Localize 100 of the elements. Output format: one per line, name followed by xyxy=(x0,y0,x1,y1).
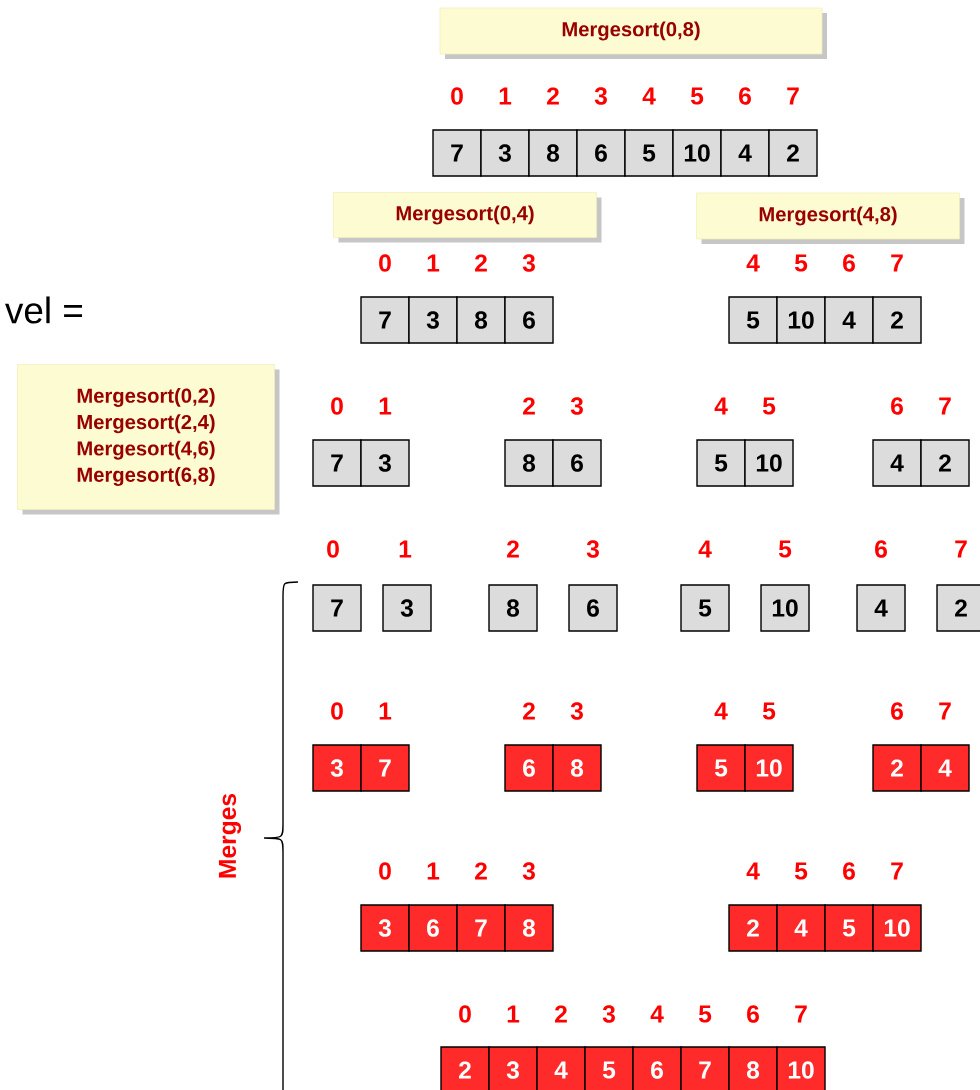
index-label: 7 xyxy=(891,254,903,272)
array-cell: 6 xyxy=(552,439,602,487)
index-label: 4 xyxy=(746,254,760,272)
array-cell: 2 xyxy=(936,584,980,632)
index-label: 1 xyxy=(499,87,512,105)
index-label: 3 xyxy=(602,1005,615,1023)
array-cell: 2 xyxy=(920,439,970,487)
index-label: 5 xyxy=(690,87,704,105)
index-label: 4 xyxy=(642,87,656,105)
array-cell: 6 xyxy=(504,744,554,792)
array-cell: 4 xyxy=(872,439,922,487)
array-cell: 10 xyxy=(672,129,722,177)
index-label: 3 xyxy=(594,87,607,105)
index-label: 7 xyxy=(939,702,951,720)
index-label: 6 xyxy=(747,1005,759,1023)
index-label: 1 xyxy=(427,862,440,880)
index-label: 1 xyxy=(399,540,412,558)
index-label: 7 xyxy=(787,87,799,105)
index-label: 7 xyxy=(795,1005,807,1023)
index-label: 1 xyxy=(427,254,440,272)
index-label: 1 xyxy=(507,1005,520,1023)
index-label: 0 xyxy=(331,702,343,720)
index-label: 0 xyxy=(379,862,391,880)
array-cell: 6 xyxy=(576,129,626,177)
array-cell: 5 xyxy=(680,584,730,632)
index-label: 7 xyxy=(939,397,951,415)
array-cell: 3 xyxy=(360,904,410,952)
array-cell: 7 xyxy=(680,1046,730,1090)
index-label: 6 xyxy=(891,702,903,720)
index-label: 6 xyxy=(891,397,903,415)
index-label: 1 xyxy=(379,702,392,720)
index-label: 2 xyxy=(555,1005,567,1023)
title-box: Mergesort(0,4) xyxy=(333,192,602,243)
array-cell: 2 xyxy=(728,904,778,952)
array-cell: 10 xyxy=(760,584,810,632)
array-cell: 7 xyxy=(456,904,506,952)
array-cell: 3 xyxy=(480,129,530,177)
array-cell: 8 xyxy=(504,439,554,487)
index-label: 6 xyxy=(875,540,887,558)
index-label: 0 xyxy=(327,540,339,558)
index-label: 2 xyxy=(507,540,519,558)
array-cell: 3 xyxy=(488,1046,538,1090)
array-cell: 5 xyxy=(624,129,674,177)
index-label: 5 xyxy=(762,702,776,720)
array-cell: 10 xyxy=(776,1046,826,1090)
array-cell: 2 xyxy=(768,129,818,177)
array-cell: 8 xyxy=(488,584,538,632)
array-cell: 2 xyxy=(440,1046,490,1090)
array-cell: 8 xyxy=(528,129,578,177)
index-label: 5 xyxy=(698,1005,712,1023)
title-box: Mergesort(0,2) Mergesort(2,4) Mergesort(4,6) Mergesort(6,8) xyxy=(17,364,280,515)
array-cell: 2 xyxy=(872,296,922,344)
index-label: 3 xyxy=(570,702,583,720)
index-label: 4 xyxy=(746,862,760,880)
index-label: 0 xyxy=(331,397,343,415)
array-cell: 3 xyxy=(312,744,362,792)
array-cell: 4 xyxy=(536,1046,586,1090)
array-cell: 4 xyxy=(824,296,874,344)
array-cell: 5 xyxy=(696,744,746,792)
index-label: 6 xyxy=(843,862,855,880)
index-label: 5 xyxy=(794,862,808,880)
array-cell: 6 xyxy=(632,1046,682,1090)
array-cell: 8 xyxy=(504,904,554,952)
array-cell: 10 xyxy=(872,904,922,952)
index-label: 6 xyxy=(843,254,855,272)
array-cell: 10 xyxy=(776,296,826,344)
array-cell: 5 xyxy=(584,1046,634,1090)
index-label: 4 xyxy=(650,1005,664,1023)
index-label: 4 xyxy=(698,540,712,558)
index-label: 5 xyxy=(778,540,792,558)
array-cell: 3 xyxy=(360,439,410,487)
array-cell: 5 xyxy=(728,296,778,344)
array-cell: 6 xyxy=(504,296,554,344)
index-label: 7 xyxy=(955,540,967,558)
index-label: 2 xyxy=(475,862,487,880)
index-label: 1 xyxy=(379,397,392,415)
index-label: 4 xyxy=(714,702,728,720)
array-cell: 8 xyxy=(728,1046,778,1090)
array-cell: 2 xyxy=(872,744,922,792)
index-label: 3 xyxy=(570,397,583,415)
index-label: 0 xyxy=(459,1005,471,1023)
array-cell: 8 xyxy=(552,744,602,792)
title-box: Mergesort(4,8) xyxy=(696,192,965,244)
array-cell: 4 xyxy=(856,584,906,632)
array-cell: 5 xyxy=(696,439,746,487)
index-label: 3 xyxy=(586,540,599,558)
array-cell: 3 xyxy=(408,296,458,344)
array-cell: 7 xyxy=(360,744,410,792)
array-cell: 10 xyxy=(744,439,794,487)
index-label: 3 xyxy=(522,254,535,272)
index-label: 2 xyxy=(547,87,559,105)
index-label: 0 xyxy=(379,254,391,272)
array-cell: 7 xyxy=(432,129,482,177)
index-label: 2 xyxy=(523,702,535,720)
array-cell: 3 xyxy=(382,584,432,632)
index-label: 7 xyxy=(891,862,903,880)
array-cell: 4 xyxy=(720,129,770,177)
array-cell: 8 xyxy=(456,296,506,344)
index-label: 0 xyxy=(451,87,463,105)
index-label: 2 xyxy=(475,254,487,272)
